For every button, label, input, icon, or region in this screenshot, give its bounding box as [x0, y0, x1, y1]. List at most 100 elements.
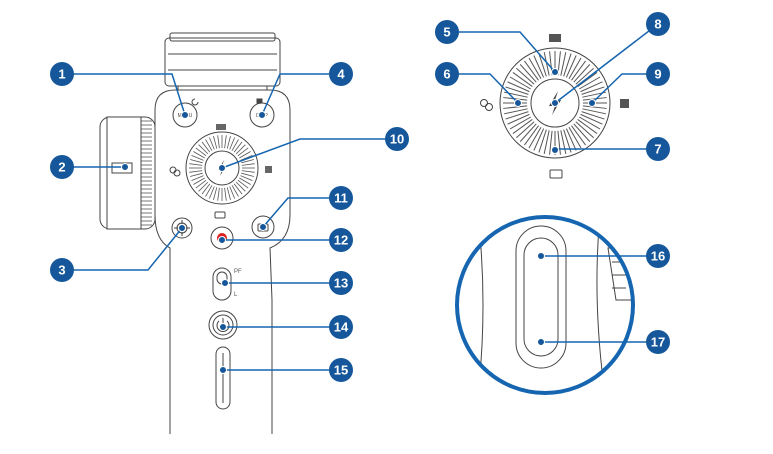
dial-tick	[505, 86, 529, 95]
dial-tick	[516, 67, 535, 85]
callout-badge	[50, 62, 74, 86]
callout-number: 6	[443, 67, 450, 82]
dial-tick	[578, 116, 601, 130]
callout-9-dial-right-position: 9	[588, 62, 670, 107]
callout-number: 1	[58, 67, 65, 82]
callout-leader-line	[62, 73, 186, 116]
callout-anchor-dot	[219, 366, 227, 374]
callout-badge	[385, 127, 409, 151]
dial-tick	[198, 144, 209, 155]
dial-top-icon	[216, 124, 226, 130]
dial-tick	[571, 60, 586, 81]
dial-tick	[213, 187, 218, 200]
dial-tick	[560, 52, 567, 76]
callout-4-disp-button: 4	[258, 62, 353, 119]
dial-tick	[573, 64, 591, 83]
callout-anchor-dot	[181, 111, 189, 119]
callout-leader-line	[221, 138, 397, 169]
callout-number: 11	[334, 191, 348, 206]
dial-tick	[580, 113, 603, 125]
dial-tick	[519, 64, 537, 83]
dial-tick	[509, 76, 532, 90]
dial-tick	[582, 105, 607, 109]
dial-tick	[577, 72, 598, 87]
callout-badge	[435, 62, 459, 86]
dial-tick	[205, 185, 213, 197]
dial-tick	[217, 187, 220, 201]
callout-leader-line	[262, 197, 341, 228]
dial-tick	[205, 139, 213, 151]
callout-badge	[329, 315, 353, 339]
callout-1-menu-button: 1	[50, 62, 189, 119]
callout-13-mode-switch: 13	[221, 271, 353, 295]
side-wheel[interactable]	[99, 116, 156, 230]
dial-top-icon-large	[549, 34, 561, 42]
callout-anchor-dot	[514, 99, 522, 107]
callout-number: 4	[337, 67, 345, 82]
dial-tick	[224, 135, 227, 149]
dial-tick	[565, 128, 577, 151]
dial-tick	[582, 108, 606, 115]
dial-tick	[560, 130, 567, 154]
callout-badge	[50, 155, 74, 179]
callout-17-trigger-lower: 17	[537, 330, 670, 354]
dial-tick	[191, 175, 204, 181]
callout-badge	[646, 12, 670, 36]
callout-badge	[329, 62, 353, 86]
dial-tick	[575, 67, 594, 85]
callout-anchor-dot	[259, 223, 267, 231]
dial-tick	[239, 151, 251, 159]
dial-left-icon-large	[480, 99, 493, 111]
playback-icon	[214, 211, 226, 219]
dial-tick	[509, 116, 532, 130]
dial-tick	[231, 139, 239, 151]
dial-tick	[568, 57, 582, 80]
zoom-ring	[455, 215, 635, 395]
dial-tick	[578, 76, 601, 90]
callout-number: 5	[443, 25, 450, 40]
callout-anchor-dot	[218, 236, 226, 244]
dial-tick	[581, 111, 605, 120]
dial-tick	[516, 121, 535, 139]
callout-anchor-dot	[121, 163, 129, 171]
dial-tick	[241, 163, 255, 166]
callout-number: 12	[334, 233, 348, 248]
dial-tick	[577, 119, 598, 134]
dial-tick	[524, 60, 539, 81]
callout-number: 13	[334, 276, 348, 291]
callout-14-power-button: 14	[219, 315, 353, 339]
callout-badge	[435, 20, 459, 44]
callout-number: 8	[654, 17, 661, 32]
callout-badge	[329, 228, 353, 252]
dial-tick	[237, 147, 249, 157]
trigger-housing	[515, 225, 567, 369]
callout-anchor-dot	[221, 279, 229, 287]
pf-label: PF	[234, 269, 242, 275]
dial-tick	[519, 123, 537, 142]
callout-badge	[646, 244, 670, 268]
dial-tick	[226, 136, 231, 149]
callout-number: 16	[651, 249, 665, 264]
callout-11-shutter-button: 11	[259, 186, 353, 231]
dial-tick	[193, 177, 205, 185]
dial-tick	[224, 187, 227, 201]
dial-tick	[582, 97, 607, 101]
dial-tick	[195, 147, 207, 157]
dial-left-icon	[169, 166, 181, 177]
dial-tick	[229, 137, 235, 150]
control-dial[interactable]	[169, 124, 272, 205]
trigger-detail	[455, 215, 635, 395]
dial-tick	[233, 141, 243, 153]
dial-tick	[573, 123, 591, 142]
callout-badge	[646, 137, 670, 161]
dial-tick	[191, 155, 204, 161]
callout-anchor-dot	[537, 252, 545, 260]
callout-number: 14	[334, 320, 349, 335]
dial-tick	[575, 121, 594, 139]
dial-tick	[189, 163, 203, 166]
callout-anchor-dot	[537, 338, 545, 346]
callout-leader-line	[447, 31, 556, 73]
dial-tick	[503, 105, 528, 109]
